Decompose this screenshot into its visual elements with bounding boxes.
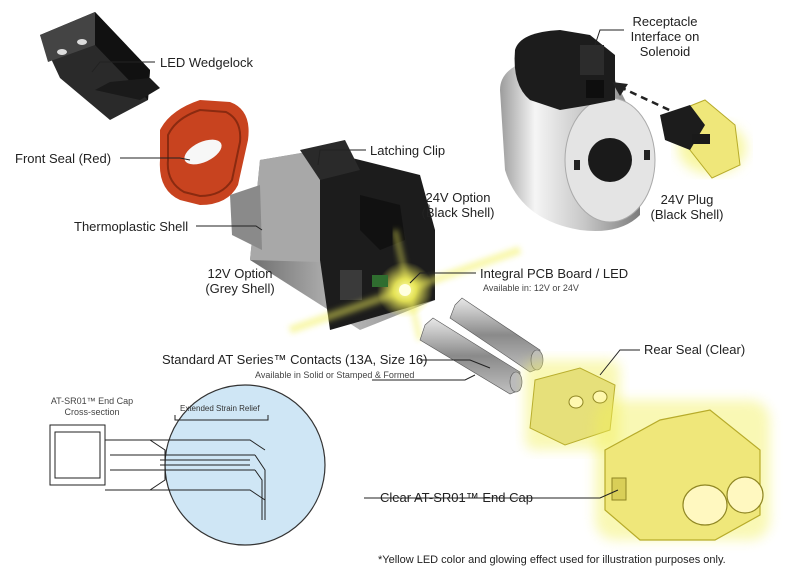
- label-thermoplastic-shell: Thermoplastic Shell: [74, 219, 189, 234]
- label-end-cap-title: AT-SR01™ End Cap Cross-section: [42, 396, 142, 418]
- label-latching-clip: Latching Clip: [370, 143, 446, 158]
- label-pcb-board: Integral PCB Board / LED: [480, 266, 629, 281]
- label-receptacle: Receptacle Interface on Solenoid: [620, 14, 710, 59]
- label-receptacle-line2: Interface on: [630, 29, 700, 44]
- label-rear-seal: Rear Seal (Clear): [644, 342, 746, 357]
- label-front-seal: Front Seal (Red): [15, 151, 112, 166]
- led-glow: [288, 229, 522, 341]
- label-clear-end-cap: Clear AT-SR01™ End Cap: [380, 490, 533, 505]
- label-12v-option-line2: (Grey Shell): [205, 281, 275, 296]
- receptacle-part: [514, 30, 615, 110]
- connector-shell-part: [230, 140, 435, 330]
- label-24v-option: 24V Option (Black Shell): [420, 190, 496, 220]
- label-contacts: Standard AT Series™ Contacts (13A, Size …: [162, 352, 428, 367]
- label-24v-option-line2: (Black Shell): [421, 205, 495, 220]
- contact-pin-lower: [419, 317, 523, 395]
- label-12v-option: 12V Option (Grey Shell): [203, 266, 277, 296]
- label-contacts-available: Available in Solid or Stamped & Formed: [255, 370, 415, 380]
- label-end-cap-title-line1: AT-SR01™ End Cap: [50, 396, 134, 406]
- label-12v-option-line1: 12V Option: [207, 266, 273, 281]
- label-receptacle-line3: Solenoid: [639, 44, 691, 59]
- clear-end-cap-part: [595, 400, 770, 541]
- mating-arrow: [612, 82, 681, 117]
- cross-section-drawing: [49, 415, 269, 520]
- label-led-wedgelock: LED Wedgelock: [160, 55, 253, 70]
- label-pcb-available: Available in: 12V or 24V: [483, 283, 579, 293]
- label-24v-plug: 24V Plug (Black Shell): [642, 192, 732, 222]
- label-end-cap-title-line2: Cross-section: [64, 407, 120, 417]
- front-seal-part: [159, 100, 249, 205]
- label-24v-plug-line1: 24V Plug: [660, 192, 714, 207]
- label-24v-plug-line2: (Black Shell): [650, 207, 724, 222]
- leader-lines: [91, 29, 640, 499]
- label-strain-relief: Extended Strain Relief: [180, 404, 260, 413]
- footnote: *Yellow LED color and glowing effect use…: [378, 554, 726, 566]
- label-receptacle-line1: Receptacle: [632, 14, 698, 29]
- plug-24v-part: [660, 99, 746, 179]
- led-wedgelock-part: [40, 12, 160, 120]
- label-24v-option-line1: 24V Option: [425, 190, 491, 205]
